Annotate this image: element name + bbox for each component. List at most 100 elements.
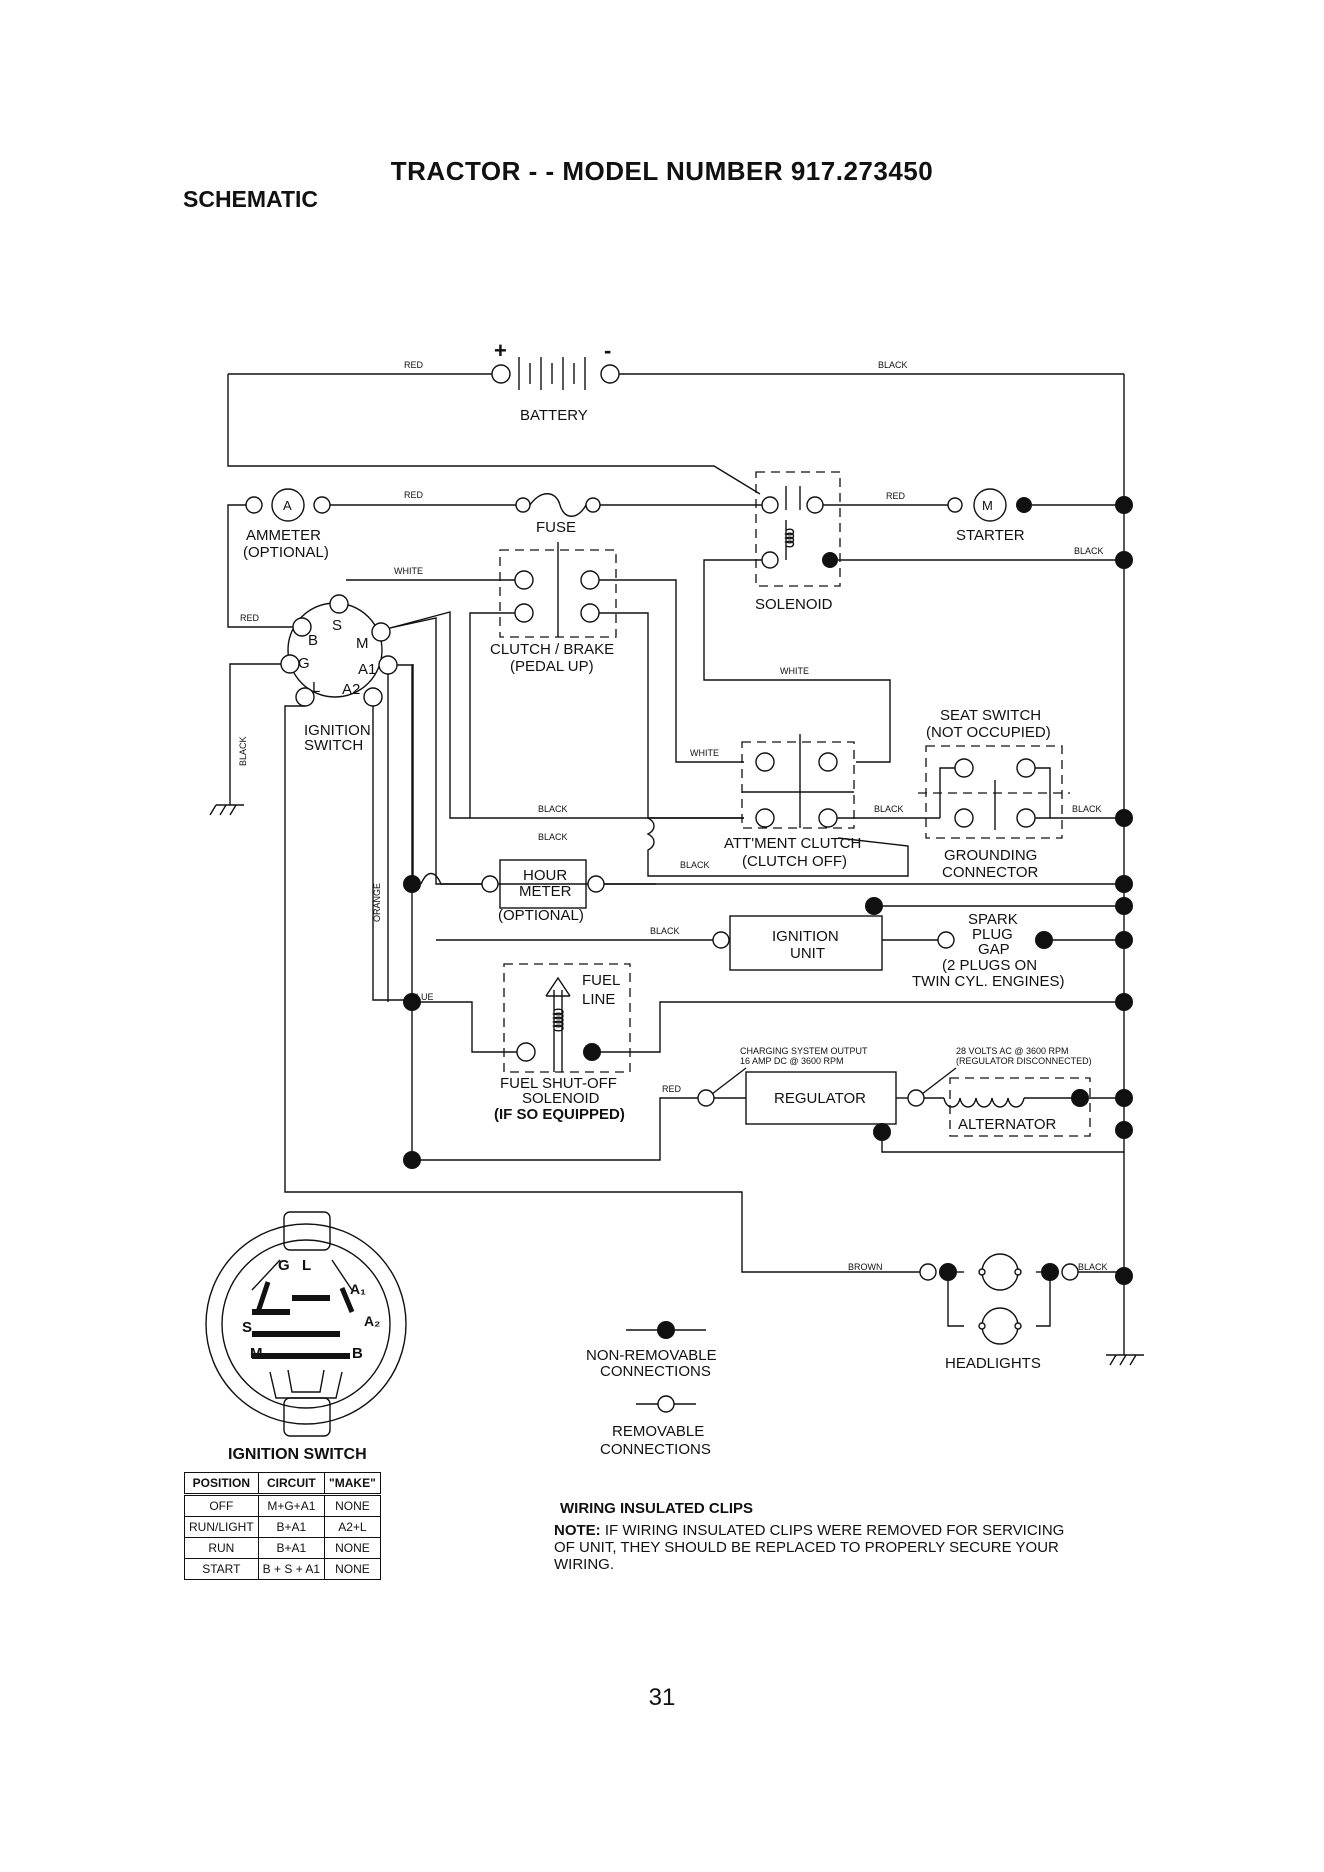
seat-switch: SEAT SWITCH (NOT OCCUPIED) GROUNDING CON… bbox=[918, 707, 1070, 881]
wire-label-black-seat: BLACK bbox=[874, 804, 904, 814]
wire-label-black-ground: BLACK bbox=[238, 736, 248, 766]
table-cell: NONE bbox=[324, 1558, 381, 1580]
ground-junction bbox=[1115, 993, 1133, 1011]
table-cell: A2+L bbox=[324, 1516, 381, 1538]
fuel-line-label-2: LINE bbox=[582, 991, 615, 1008]
legend-removable: REMOVABLE CONNECTIONS bbox=[600, 1395, 711, 1458]
ammeter-symbol: A bbox=[283, 498, 292, 513]
clips-note-label: NOTE: bbox=[554, 1522, 601, 1539]
table-cell: RUN/LIGHT bbox=[184, 1516, 259, 1538]
ignition-switch-label-2: SWITCH bbox=[304, 737, 363, 754]
legend-removable-label: REMOVABLE bbox=[612, 1423, 704, 1440]
terminal-g: G bbox=[298, 655, 310, 672]
table-row: RUN B+A1 NONE bbox=[184, 1537, 381, 1559]
ground-junction bbox=[1115, 931, 1133, 949]
section-title: SCHEMATIC bbox=[183, 186, 319, 212]
junction-dot bbox=[403, 1151, 421, 1169]
ignition-unit-label: IGNITION bbox=[772, 928, 839, 945]
face-terminal-a2: A₂ bbox=[364, 1313, 380, 1329]
wire-label-brown: BROWN bbox=[848, 1262, 883, 1272]
face-terminal-a1: A₁ bbox=[350, 1281, 366, 1297]
clips-heading: WIRING INSULATED CLIPS bbox=[560, 1500, 754, 1517]
wire-label-black-solenoid: BLACK bbox=[1074, 546, 1104, 556]
table-cell: OFF bbox=[184, 1494, 259, 1517]
wire-label-white-attment: WHITE bbox=[690, 748, 719, 758]
hour-meter-label: HOUR bbox=[523, 867, 567, 884]
ignition-switch: S B M G A1 L A2 IGNITION SWITCH bbox=[280, 594, 398, 754]
attment-clutch-label: ATT'MENT CLUTCH bbox=[724, 835, 861, 852]
starter: M STARTER bbox=[947, 488, 1032, 544]
seat-switch-note: (NOT OCCUPIED) bbox=[926, 724, 1051, 741]
wire-label-black-grounding: BLACK bbox=[1072, 804, 1102, 814]
clutch-brake-switch: CLUTCH / BRAKE (PEDAL UP) bbox=[490, 542, 617, 675]
ammeter: A AMMETER (OPTIONAL) bbox=[243, 488, 331, 561]
solenoid-label: SOLENOID bbox=[755, 596, 833, 613]
terminal-a1: A1 bbox=[358, 661, 376, 678]
terminal-a2: A2 bbox=[342, 681, 360, 698]
ammeter-label: AMMETER bbox=[246, 527, 321, 544]
table-cell: NONE bbox=[324, 1537, 381, 1559]
ground-symbol bbox=[209, 804, 244, 816]
seat-switch-label: SEAT SWITCH bbox=[940, 707, 1041, 724]
wire-label-red-starter: RED bbox=[886, 491, 906, 501]
ignition-switch-title: IGNITION SWITCH bbox=[228, 1446, 367, 1463]
terminal-b: B bbox=[308, 632, 318, 649]
attment-clutch-switch: ATT'MENT CLUTCH (CLUTCH OFF) bbox=[724, 734, 861, 870]
battery-label: BATTERY bbox=[520, 407, 588, 424]
fuse-label: FUSE bbox=[536, 519, 576, 536]
regulator-label: REGULATOR bbox=[774, 1090, 866, 1107]
wire-label-white-ignition: WHITE bbox=[394, 566, 423, 576]
wire-label-black-attment-2: BLACK bbox=[538, 832, 568, 842]
headlights: BROWN HEADLIGHTS BLACK bbox=[848, 1253, 1108, 1372]
table-row: START B + S + A1 NONE bbox=[184, 1558, 381, 1580]
spark-plug-label: SPARK bbox=[968, 911, 1018, 928]
face-terminal-g: G bbox=[278, 1257, 290, 1274]
table-cell: B+A1 bbox=[257, 1537, 326, 1559]
table-cell: M+G+A1 bbox=[257, 1494, 326, 1517]
table-cell: RUN bbox=[184, 1537, 259, 1559]
fuel-solenoid-label-2: SOLENOID bbox=[522, 1090, 600, 1107]
legend-removable-label-2: CONNECTIONS bbox=[600, 1441, 711, 1458]
battery: + - BATTERY RED BLACK bbox=[228, 338, 1124, 424]
table-header: CIRCUIT bbox=[257, 1472, 326, 1495]
ground-junction bbox=[1115, 809, 1133, 827]
clips-note-text: IF WIRING INSULATED CLIPS WERE REMOVED F… bbox=[554, 1522, 1065, 1573]
table-row: RUN/LIGHT B+A1 A2+L bbox=[184, 1516, 381, 1538]
wire-label-red-ignition: RED bbox=[240, 613, 260, 623]
ground-junction bbox=[1115, 1089, 1133, 1107]
legend-non-removable-label: NON-REMOVABLE bbox=[586, 1347, 717, 1364]
battery-minus-sign: - bbox=[604, 338, 611, 363]
hour-meter-note: (OPTIONAL) bbox=[498, 907, 584, 924]
alternator: ALTERNATOR bbox=[924, 1077, 1091, 1137]
page-title: TRACTOR - - MODEL NUMBER 917.273450 bbox=[390, 156, 934, 186]
legend-non-removable-label-2: CONNECTIONS bbox=[600, 1363, 711, 1380]
terminal-s: S bbox=[332, 617, 342, 634]
grounding-connector-label: GROUNDING bbox=[944, 847, 1037, 864]
ignition-switch-table: POSITION CIRCUIT "MAKE" OFF M+G+A1 NONE … bbox=[184, 1472, 381, 1580]
wire-label-blue: BLUE bbox=[410, 992, 434, 1002]
spark-plug-label-3: GAP bbox=[978, 941, 1010, 958]
table-cell: NONE bbox=[324, 1494, 381, 1517]
spark-plug-label-2: PLUG bbox=[972, 926, 1013, 943]
wire-label-black-ignition-unit: BLACK bbox=[650, 926, 680, 936]
ground-junction bbox=[1115, 551, 1133, 569]
hour-meter-label-2: METER bbox=[519, 883, 572, 900]
headlights-label: HEADLIGHTS bbox=[945, 1355, 1041, 1372]
ground-junction bbox=[1115, 1267, 1133, 1285]
grounding-connector-label-2: CONNECTOR bbox=[942, 864, 1039, 881]
clutch-brake-note: (PEDAL UP) bbox=[510, 658, 594, 675]
ground-junction bbox=[1115, 1121, 1133, 1139]
fuel-solenoid-note: (IF SO EQUIPPED) bbox=[494, 1106, 625, 1123]
hour-meter: HOUR METER (OPTIONAL) bbox=[403, 859, 605, 924]
spark-plug-note: (2 PLUGS ON bbox=[942, 957, 1037, 974]
starter-symbol: M bbox=[982, 498, 993, 513]
ground-junction bbox=[1115, 875, 1133, 893]
ground-junction bbox=[1115, 496, 1133, 514]
wire-label-black-battery: BLACK bbox=[878, 360, 908, 370]
spark-plug-note-2: TWIN CYL. ENGINES) bbox=[912, 973, 1065, 990]
attment-clutch-note: (CLUTCH OFF) bbox=[742, 853, 847, 870]
face-terminal-m: M bbox=[250, 1345, 263, 1362]
table-cell: B + S + A1 bbox=[257, 1558, 326, 1580]
page-number: 31 bbox=[648, 1684, 676, 1711]
wire-label-orange: ORANGE bbox=[372, 883, 382, 922]
